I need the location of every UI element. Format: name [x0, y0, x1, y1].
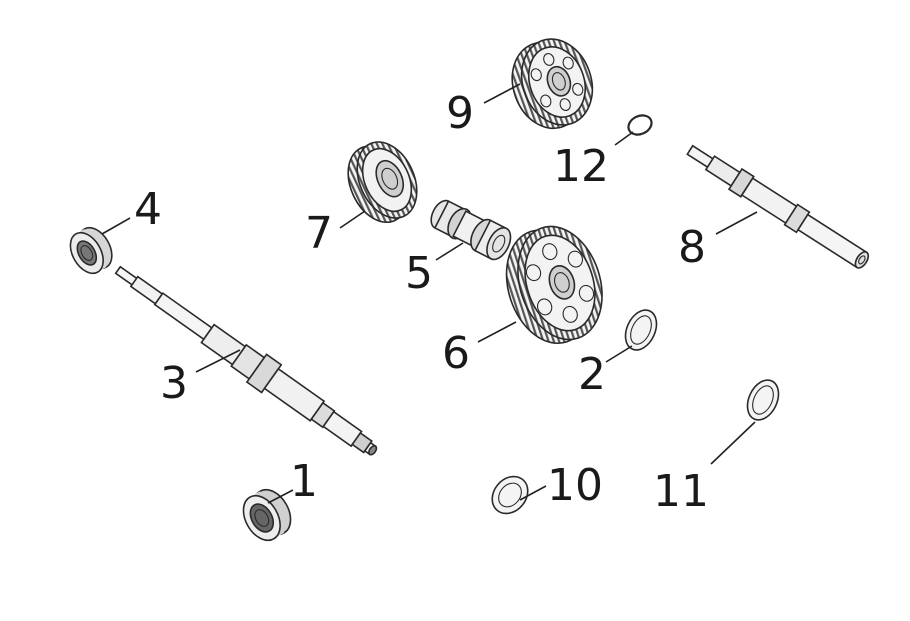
- leader-3: [195, 349, 241, 373]
- label-part-10: 10: [547, 460, 603, 511]
- label-part-4: 4: [134, 184, 162, 235]
- part-4-bearing: [69, 226, 113, 275]
- part-10-washer: [491, 475, 529, 515]
- leader-1: [267, 489, 294, 504]
- part-11-washer: [746, 379, 780, 421]
- leader-11: [710, 421, 756, 465]
- label-part-2: 2: [578, 349, 606, 400]
- part-1-bearing: [242, 488, 292, 542]
- part-6-large-gear: [505, 225, 603, 345]
- label-part-7: 7: [305, 208, 333, 259]
- part-5-sleeve: [430, 199, 512, 261]
- part-labels: 4 3 1 7 5 6 9 12 8 2 11 10: [134, 88, 709, 517]
- label-part-6: 6: [442, 328, 470, 379]
- label-part-11: 11: [653, 466, 709, 517]
- part-12-ring: [627, 114, 653, 136]
- leader-2: [605, 345, 633, 363]
- leader-8: [715, 211, 758, 235]
- leader-12: [614, 131, 634, 146]
- part-8-countershaft: [686, 144, 870, 269]
- label-part-8: 8: [678, 222, 706, 273]
- part-2-washer: [624, 309, 658, 351]
- leader-lines: [101, 83, 758, 504]
- label-part-5: 5: [405, 248, 433, 299]
- label-part-9: 9: [446, 88, 474, 139]
- part-3-main-shaft: [114, 265, 378, 456]
- label-part-12: 12: [553, 141, 609, 192]
- part-7-small-gear: [347, 141, 418, 224]
- leader-4: [101, 217, 131, 235]
- leader-6: [477, 321, 517, 343]
- leader-5: [435, 242, 464, 261]
- label-part-3: 3: [160, 358, 188, 409]
- leader-9: [483, 83, 521, 104]
- leader-7: [339, 210, 366, 229]
- part-9-top-gear: [511, 38, 594, 130]
- leader-10: [519, 485, 547, 501]
- label-part-1: 1: [290, 456, 318, 507]
